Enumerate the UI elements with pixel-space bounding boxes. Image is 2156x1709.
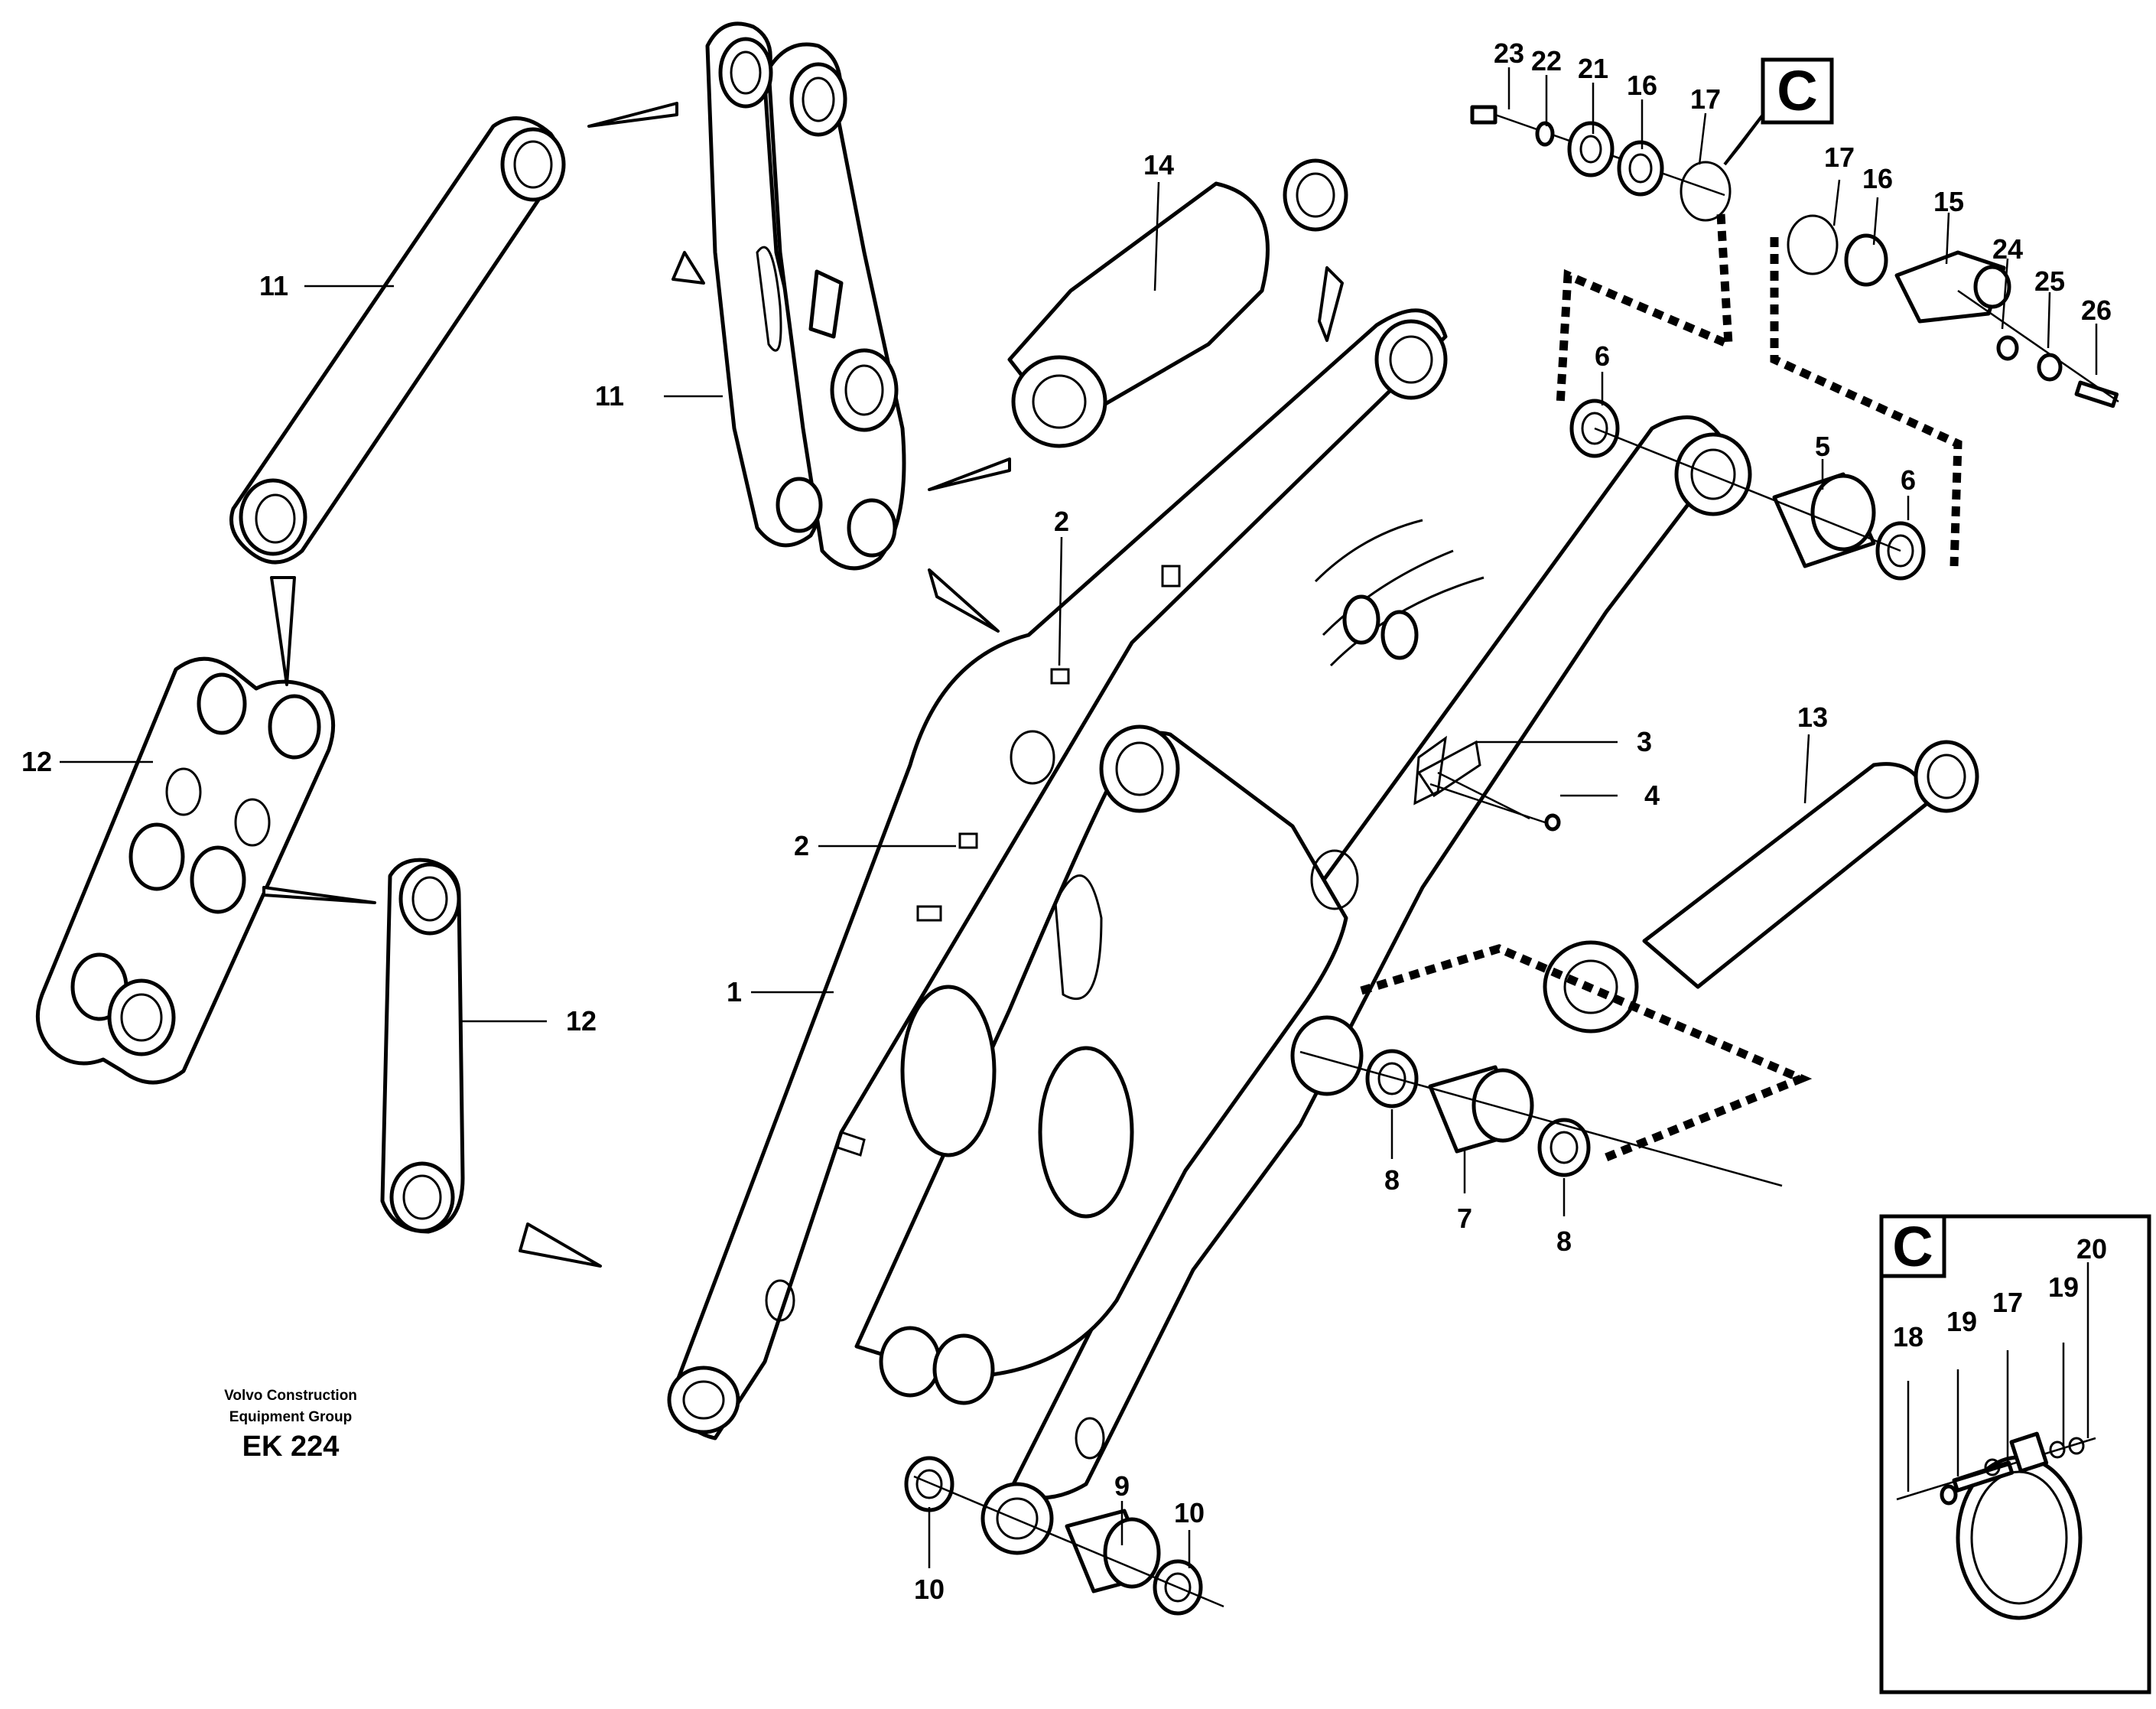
footer: Volvo Construction Equipment Group EK 22… [224,1388,357,1463]
company-name-line1: Volvo Construction [224,1388,357,1404]
callout-22: 22 [1531,45,1562,76]
callout-12: 12 [21,746,52,777]
callout-24: 24 [1992,233,2023,265]
callout-8: 8 [1384,1164,1400,1196]
detail-box-c: C [1879,1214,2151,1694]
callout-4: 4 [1644,780,1660,811]
cylinder-13 [1543,740,1979,1034]
callout-17c: 17 [1992,1287,2023,1318]
detail-marker-letter: C [1777,59,1817,122]
callout-7: 7 [1457,1203,1472,1234]
link-rod-12 [380,858,465,1234]
callout-6b: 6 [1901,464,1916,496]
dashed-guides [1360,213,1963,1164]
callout-20: 20 [2076,1233,2107,1265]
callout-2: 2 [1054,506,1069,537]
callout-17: 17 [1690,83,1721,115]
lever-11 [705,21,906,571]
leader-lines [60,67,2098,1568]
callout-2b: 2 [794,830,809,861]
assembly-pointers [262,102,1344,1268]
callout-21: 21 [1578,53,1608,84]
callout-11: 11 [259,270,288,301]
callout-14: 14 [1143,149,1174,181]
bushing-9 [1065,1509,1161,1593]
callout-8b: 8 [1556,1226,1572,1257]
plate-3-and-screw-4 [1416,740,1561,832]
callout-3: 3 [1637,726,1652,757]
callout-18: 18 [1893,1321,1923,1353]
callout-11b: 11 [595,380,624,412]
company-name-line2: Equipment Group [229,1409,352,1425]
detail-box-letter: C [1892,1215,1933,1278]
washers [904,399,1926,1616]
callout-16b: 16 [1862,163,1893,194]
detail-marker-c: C [1723,57,1834,166]
callout-9: 9 [1114,1470,1130,1502]
drawing-code: EK 224 [242,1431,340,1463]
callout-5: 5 [1815,431,1830,462]
lift-arm-frame-1 [667,308,1752,1555]
callout-26: 26 [2081,295,2112,326]
bushing-7 [1428,1065,1534,1154]
callout-16: 16 [1627,70,1657,101]
link-rod-11 [229,116,566,565]
callout-25: 25 [2034,265,2065,297]
callout-1: 1 [727,976,742,1007]
callout-12b: 12 [566,1005,597,1037]
callout-19b: 19 [1946,1306,1977,1337]
callout-6: 6 [1595,340,1610,372]
callout-10b: 10 [1174,1497,1205,1528]
callout-23: 23 [1494,37,1524,69]
lever-12 [35,656,336,1085]
callouts: 23 22 21 16 17 17 16 15 24 25 26 14 11 1… [21,37,2112,1605]
callout-15: 15 [1933,186,1964,217]
callout-17b: 17 [1824,142,1855,173]
cylinder-14 [1007,158,1348,448]
callout-13: 13 [1797,702,1828,733]
callout-19: 19 [2048,1271,2079,1303]
callout-10: 10 [914,1574,945,1605]
hardware-row-top [1470,105,2119,409]
